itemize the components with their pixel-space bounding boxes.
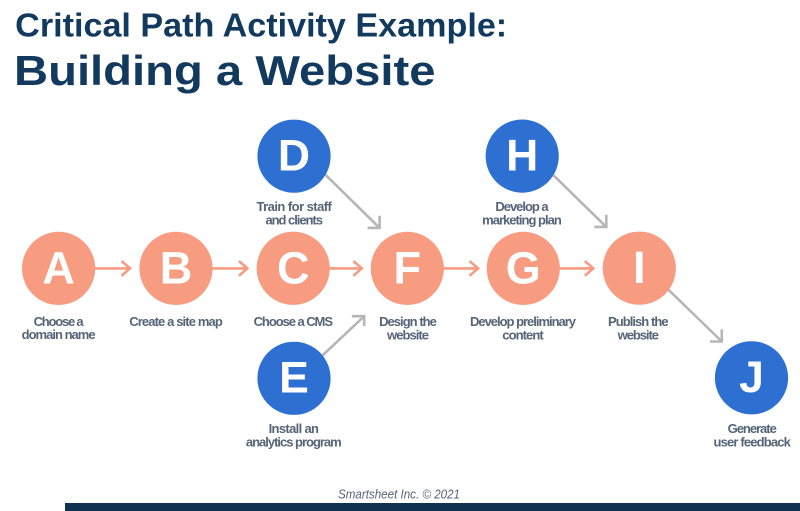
svg-text:marketing plan: marketing plan [482,213,562,228]
svg-text:content: content [502,327,544,342]
svg-text:Critical Path Activity Example: Critical Path Activity Example: [15,7,507,45]
svg-text:F: F [394,242,422,293]
svg-text:G: G [506,242,541,293]
svg-text:Design the: Design the [379,314,437,329]
svg-text:website: website [617,327,659,342]
svg-text:Publish the: Publish the [608,314,669,329]
svg-text:Develop preliminary: Develop preliminary [470,314,577,329]
svg-text:D: D [278,131,310,180]
svg-text:A: A [42,242,75,293]
svg-text:analytics program: analytics program [246,435,342,450]
svg-text:Smartsheet Inc. © 2021: Smartsheet Inc. © 2021 [338,488,460,502]
svg-text:J: J [739,353,764,402]
svg-text:Generate: Generate [728,421,777,436]
svg-text:E: E [279,354,309,403]
svg-text:Building a Website: Building a Website [14,47,436,94]
svg-text:user feedback: user feedback [714,435,792,450]
svg-text:I: I [633,242,646,293]
svg-text:Choose a CMS: Choose a CMS [254,314,334,329]
svg-text:domain name: domain name [22,327,96,342]
svg-text:Choose a: Choose a [34,314,85,329]
svg-text:C: C [277,242,310,293]
svg-text:B: B [160,242,193,293]
svg-text:and clients: and clients [265,213,323,228]
svg-text:Develop a: Develop a [495,199,549,214]
svg-text:Train for staff: Train for staff [257,199,333,214]
svg-text:Create a site map: Create a site map [129,314,223,329]
svg-text:website: website [386,327,429,342]
svg-text:H: H [506,131,538,180]
svg-text:Install an: Install an [269,421,319,436]
